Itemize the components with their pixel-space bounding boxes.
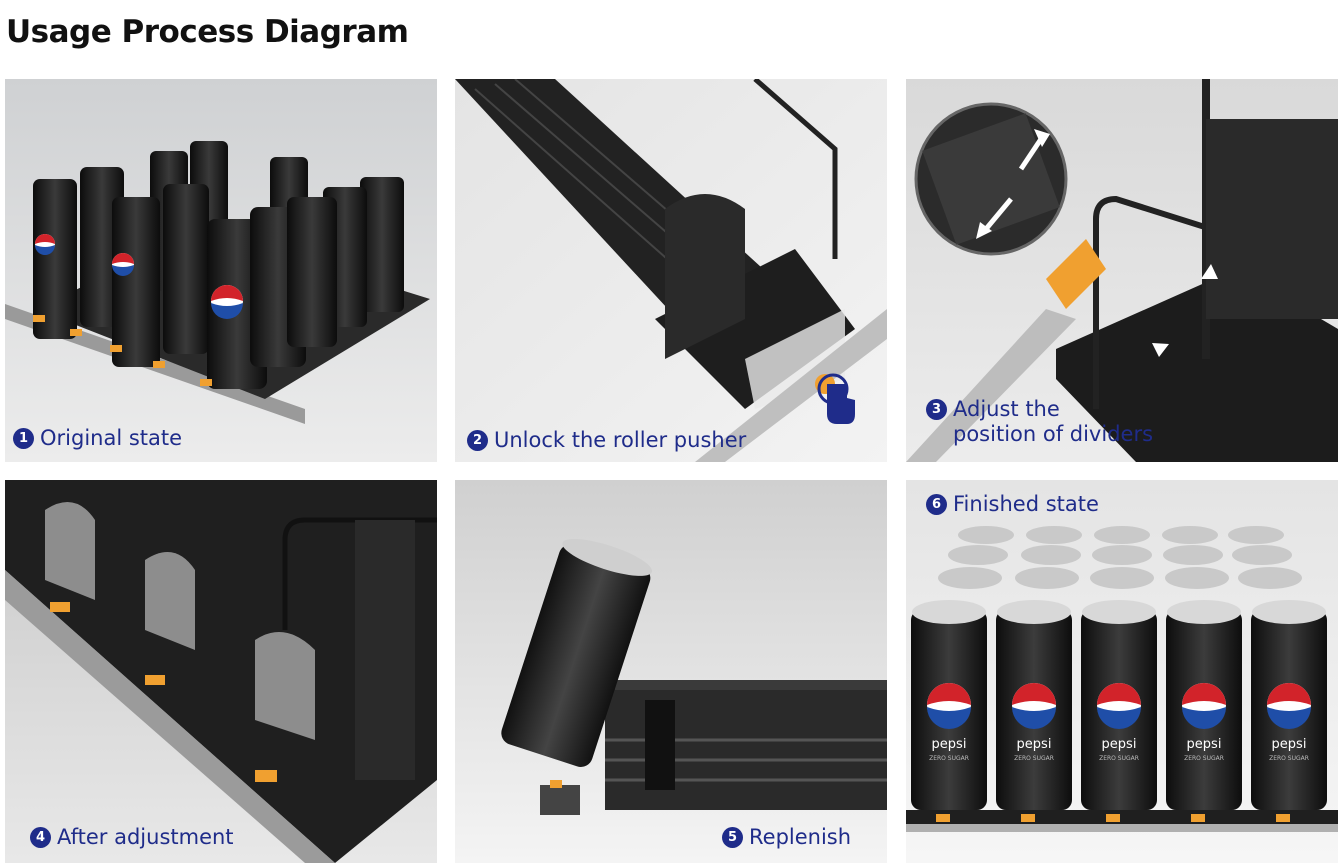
step-3-label-line1: Adjust the (953, 397, 1060, 421)
step-3-label-line2: position of dividers (953, 422, 1154, 446)
original-state-illustration (5, 79, 437, 462)
can-row-front (33, 167, 337, 389)
step-3-badge: 3 (926, 399, 947, 420)
can-brand-labels: pepsi pepsi pepsi pepsi pepsi (932, 737, 1307, 752)
tray-base (906, 810, 1338, 824)
arrow-up-icon (1034, 129, 1050, 147)
lock-clip-row (50, 602, 277, 782)
can-subtext-label: ZERO SUGAR (1269, 755, 1309, 762)
can-subtext-labels: ZERO SUGAR ZERO SUGAR ZERO SUGAR ZERO SU… (929, 755, 1309, 762)
can-brand-label: pepsi (1102, 737, 1137, 752)
step-5-caption: 5 Replenish (722, 825, 851, 850)
panel-unlock-pusher: 2 Unlock the roller pusher (455, 79, 887, 462)
can-brand-label: pepsi (1187, 737, 1222, 752)
can-subtext-label: ZERO SUGAR (1014, 755, 1054, 762)
step-2-badge: 2 (467, 430, 488, 451)
can-subtext-label: ZERO SUGAR (1099, 755, 1139, 762)
step-1-badge: 1 (13, 428, 34, 449)
panel-replenish: 5 Replenish (455, 480, 887, 863)
panel-finished-state: pepsi pepsi pepsi pepsi pepsi ZERO SUGAR… (906, 480, 1338, 863)
pepsi-logo-icon (927, 683, 1311, 729)
can-subtext-label: ZERO SUGAR (1184, 755, 1224, 762)
panel-adjust-dividers: 3 Adjust the position of dividers (906, 79, 1338, 462)
lock-clip-row (33, 315, 212, 386)
finished-state-illustration: pepsi pepsi pepsi pepsi pepsi ZERO SUGAR… (906, 480, 1338, 863)
can-brand-label: pepsi (932, 737, 967, 752)
can-brand-label: pepsi (1272, 737, 1307, 752)
arrow-down-small-icon (1152, 343, 1169, 357)
after-adjustment-illustration (5, 480, 437, 863)
replenish-illustration (455, 480, 887, 863)
step-5-label: Replenish (749, 825, 852, 849)
step-6-caption: 6 Finished state (926, 492, 1099, 517)
step-6-badge: 6 (926, 494, 947, 515)
unlock-pusher-illustration (455, 79, 887, 462)
adjust-dividers-illustration (906, 79, 1338, 462)
panel-original-state: 1 Original state (5, 79, 437, 462)
step-4-badge: 4 (30, 827, 51, 848)
arrow-up-small-icon (1201, 264, 1218, 279)
step-6-label: Finished state (953, 492, 1099, 516)
step-4-caption: 4 After adjustment (30, 825, 234, 850)
step-4-label: After adjustment (57, 825, 234, 849)
can-tops-front (912, 600, 1326, 624)
can-tops-back (938, 526, 1302, 589)
step-2-caption: 2 Unlock the roller pusher (467, 428, 746, 453)
step-1-label: Original state (40, 426, 183, 450)
step-2-label: Unlock the roller pusher (494, 428, 747, 452)
pusher-paddles (45, 502, 315, 740)
page-title: Usage Process Diagram (6, 14, 409, 50)
lock-clip-row (936, 814, 1290, 822)
zoom-inset (914, 102, 1068, 256)
step-5-badge: 5 (722, 827, 743, 848)
pepsi-logo-icon (35, 234, 243, 319)
tap-hand-icon (817, 373, 855, 424)
can-brand-label: pepsi (1017, 737, 1052, 752)
panel-after-adjustment: 4 After adjustment (5, 480, 437, 863)
can-subtext-label: ZERO SUGAR (929, 755, 969, 762)
lock-clip (550, 780, 562, 788)
arrow-down-icon (976, 222, 992, 239)
step-3-caption: 3 Adjust the position of dividers (926, 397, 1153, 447)
step-1-caption: 1 Original state (13, 426, 182, 451)
can-tilted (501, 538, 653, 767)
